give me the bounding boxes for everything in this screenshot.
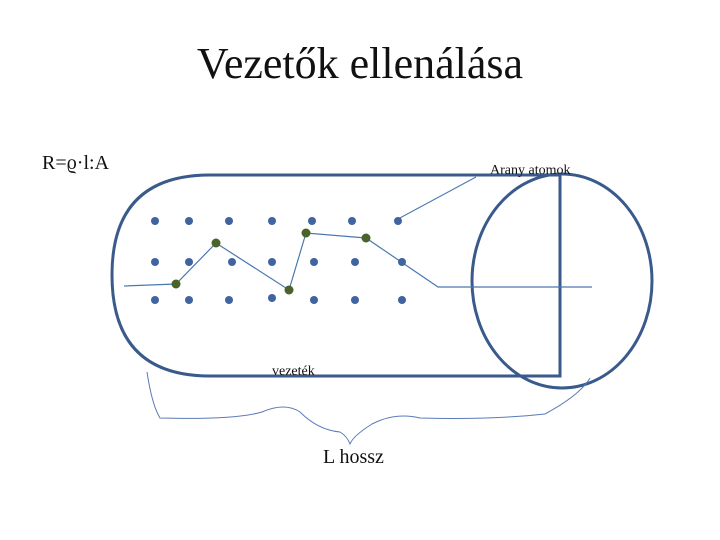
scattering-atom xyxy=(361,233,371,243)
resistance-formula: R=ϱ·l:A xyxy=(42,152,110,174)
gold-atom xyxy=(348,217,356,225)
atoms-callout-line xyxy=(397,176,477,220)
wire-cross-section xyxy=(470,172,654,390)
gold-atom xyxy=(151,258,159,266)
scattering-atom xyxy=(171,279,181,289)
gold-atom xyxy=(398,258,406,266)
gold-atom xyxy=(308,217,316,225)
gold-atom xyxy=(268,217,276,225)
scattering-atom xyxy=(301,228,311,238)
wire-label: vezeték xyxy=(272,364,315,379)
atoms-label: Arany atomok xyxy=(490,163,570,178)
gold-atom xyxy=(225,217,233,225)
wire-body-outline xyxy=(110,173,562,378)
gold-atom xyxy=(268,258,276,266)
gold-atom xyxy=(228,258,236,266)
gold-atom xyxy=(151,296,159,304)
gold-atom xyxy=(185,217,193,225)
gold-atoms-group xyxy=(151,217,406,304)
gold-atom xyxy=(185,296,193,304)
scattering-atom xyxy=(284,285,294,295)
gold-atom xyxy=(310,296,318,304)
gold-atom xyxy=(394,217,402,225)
electron-path xyxy=(123,232,592,291)
gold-atom xyxy=(185,258,193,266)
gold-atom xyxy=(398,296,406,304)
slide-title: Vezetők ellenálása xyxy=(196,39,524,88)
gold-atom xyxy=(225,296,233,304)
gold-atom xyxy=(268,294,276,302)
gold-atom xyxy=(310,258,318,266)
gold-atom xyxy=(351,296,359,304)
gold-atom xyxy=(351,258,359,266)
gold-atom xyxy=(151,217,159,225)
scattering-atoms-group xyxy=(171,228,371,295)
length-brace xyxy=(146,371,591,446)
scattering-atom xyxy=(211,238,221,248)
length-label: L hossz xyxy=(323,446,384,468)
